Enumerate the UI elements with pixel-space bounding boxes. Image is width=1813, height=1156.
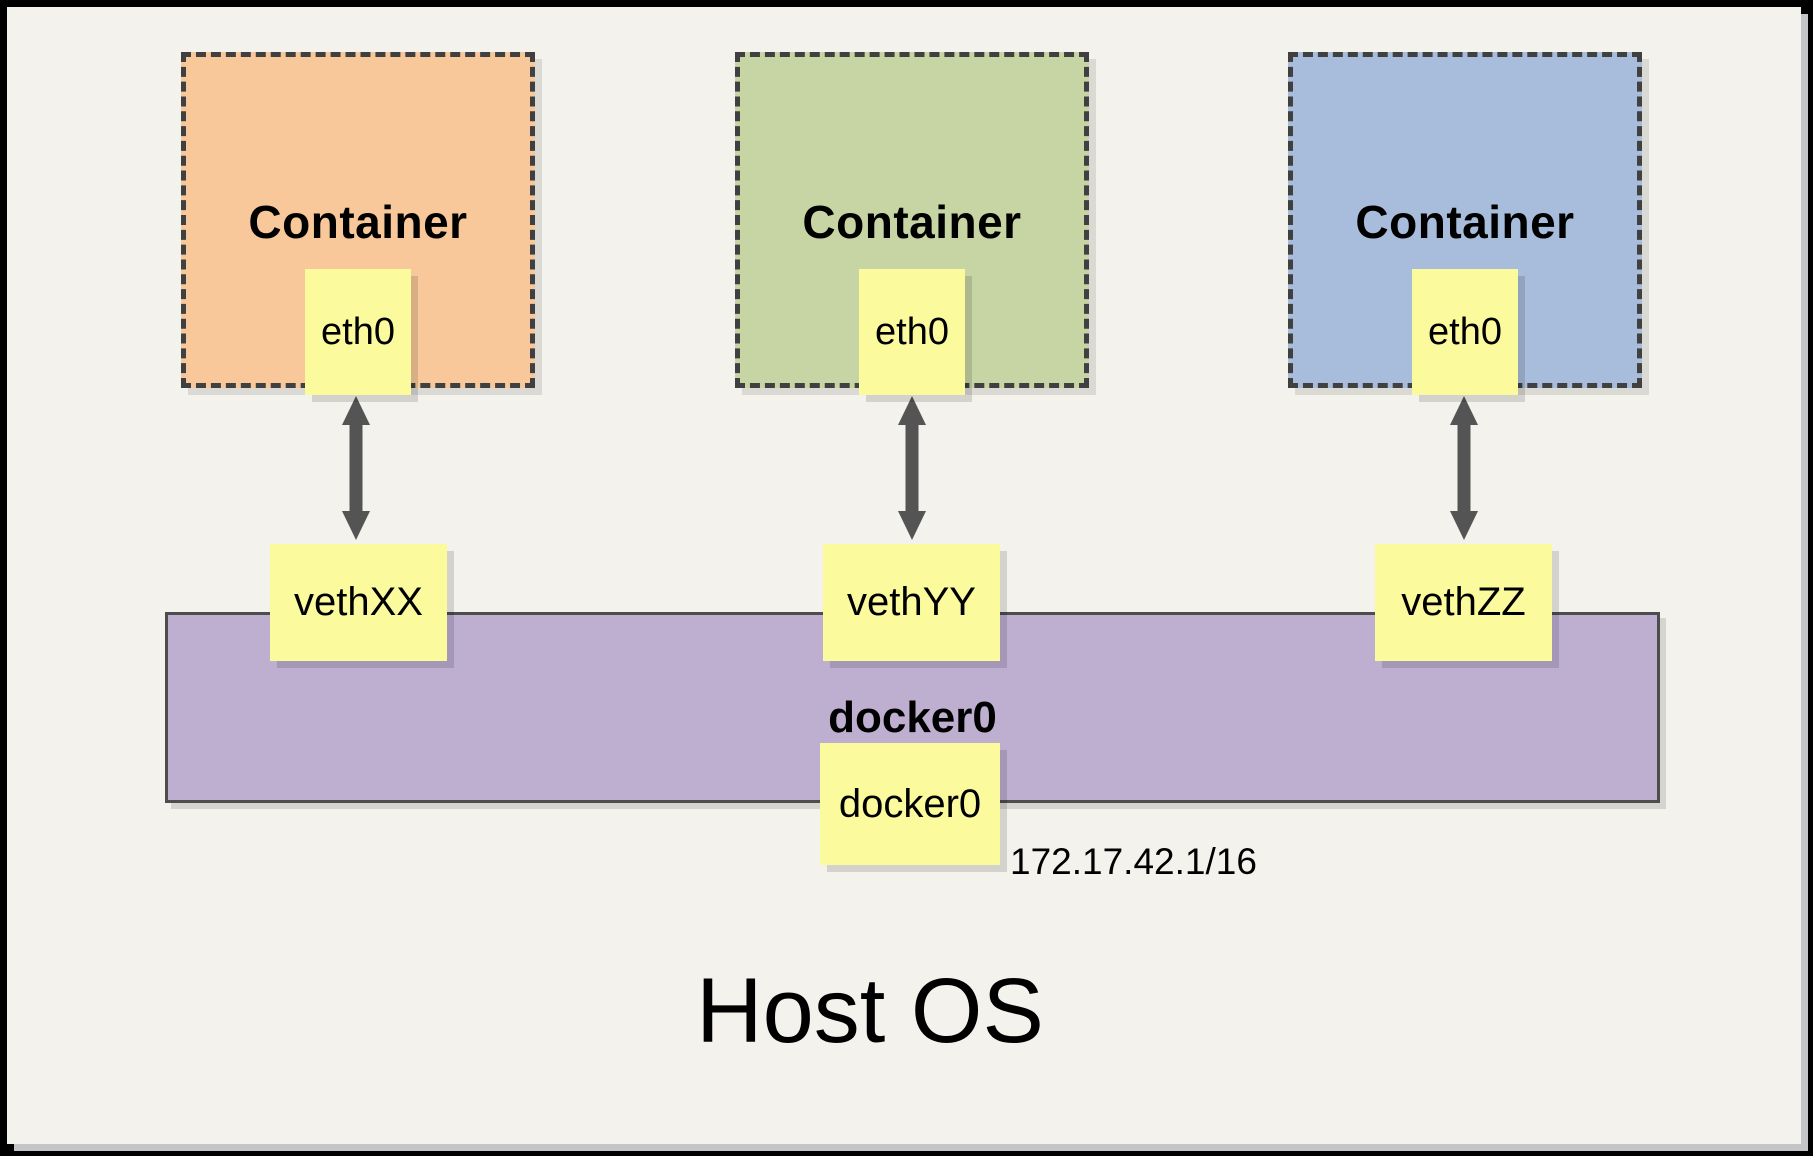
- vethYY-label: vethYY: [847, 580, 976, 624]
- bridge-ip-address: 172.17.42.1/16: [1010, 841, 1257, 882]
- vethZZ-note: vethZZ: [1375, 544, 1552, 661]
- eth0-label: eth0: [1428, 310, 1502, 353]
- diagram-canvas: Container eth0 Container eth0 Container …: [7, 7, 1801, 1144]
- double-arrow-icon: [1450, 396, 1478, 540]
- docker0-bridge-label: docker0: [828, 693, 997, 742]
- vethXX-label: vethXX: [294, 580, 423, 624]
- container-box-3: Container eth0: [1288, 52, 1642, 395]
- eth0-label: eth0: [321, 310, 395, 353]
- double-arrow-icon: [898, 396, 926, 540]
- docker0-interface-note: docker0: [820, 743, 1000, 865]
- eth0-label: eth0: [875, 310, 949, 353]
- eth0-interface-note: eth0: [1412, 269, 1518, 395]
- vethXX-note: vethXX: [270, 544, 447, 661]
- docker0-interface-label: docker0: [838, 781, 982, 826]
- host-os-label: Host OS: [696, 960, 1044, 1062]
- host-os-panel: Container eth0 Container eth0 Container …: [7, 7, 1801, 1144]
- container-box-2: Container eth0: [735, 52, 1089, 395]
- container-title: Container: [248, 196, 468, 248]
- vethZZ-label: vethZZ: [1401, 580, 1526, 624]
- vethYY-note: vethYY: [823, 544, 1000, 661]
- container-box-1: Container eth0: [181, 52, 535, 395]
- eth0-interface-note: eth0: [859, 269, 965, 395]
- eth0-interface-note: eth0: [305, 269, 411, 395]
- container-title: Container: [1355, 196, 1575, 248]
- double-arrow-icon: [342, 396, 370, 540]
- container-title: Container: [802, 196, 1022, 248]
